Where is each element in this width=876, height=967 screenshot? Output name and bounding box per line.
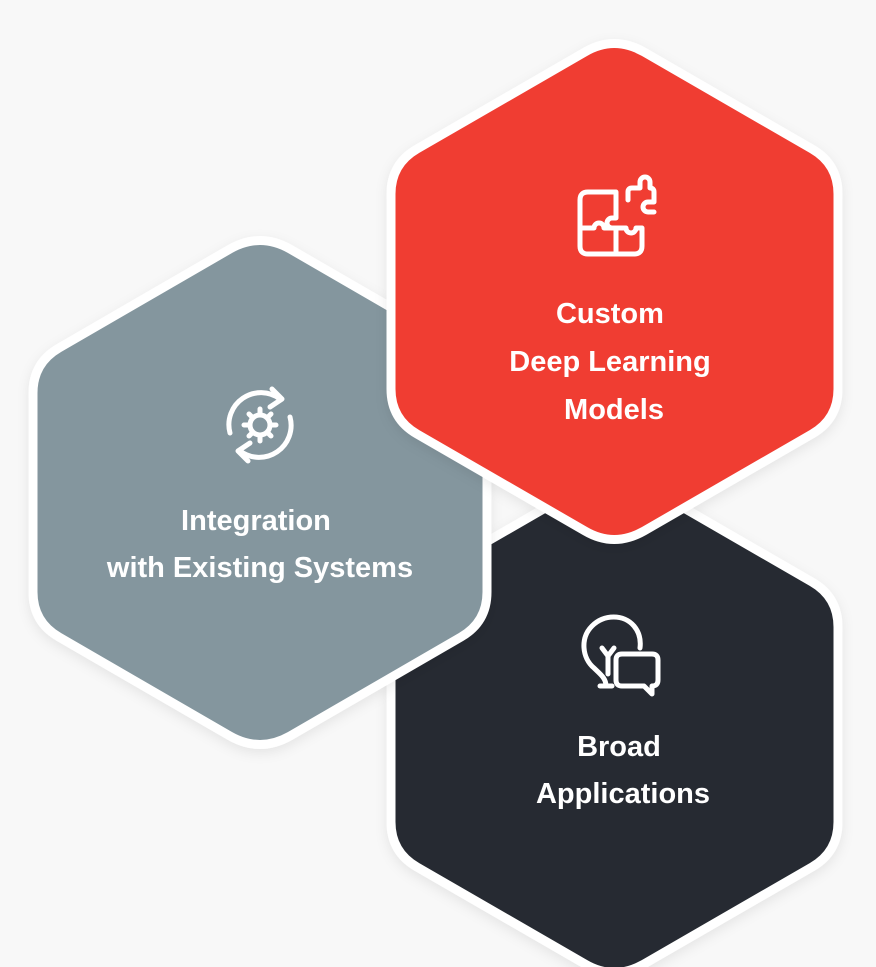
svg-text:Integration with Existin: Integration with Existing Systems (106, 505, 413, 584)
sync-gear-icon (226, 386, 294, 464)
hex-label-line: Deep Learning (509, 346, 710, 378)
hexagon-integration: Integration with Existing Systems (28, 236, 492, 749)
hex-label-line: Integration (181, 505, 331, 537)
hex-label-line: Applications (536, 778, 710, 810)
hex-label-line: Models (564, 394, 664, 426)
hex-label-line: with Existing Systems (106, 552, 413, 584)
svg-text:Broad Applications: Broad Applications (536, 731, 710, 810)
hex-label-line: Broad (577, 731, 661, 763)
hex-label-line: Custom (556, 298, 664, 330)
lightbulb-chat-icon (581, 614, 661, 697)
puzzle-icon (577, 174, 657, 257)
hexagon-shape-red (386, 39, 843, 544)
hexagon-shape-gray (28, 236, 492, 749)
svg-text:Custom Deep Learning: Custom Deep Learning Models (509, 298, 719, 426)
hexagon-broad-applications: Broad Applications (386, 472, 843, 967)
hexagon-custom-models: Custom Deep Learning Models (386, 39, 843, 544)
hexagon-shape-dark (386, 472, 843, 967)
